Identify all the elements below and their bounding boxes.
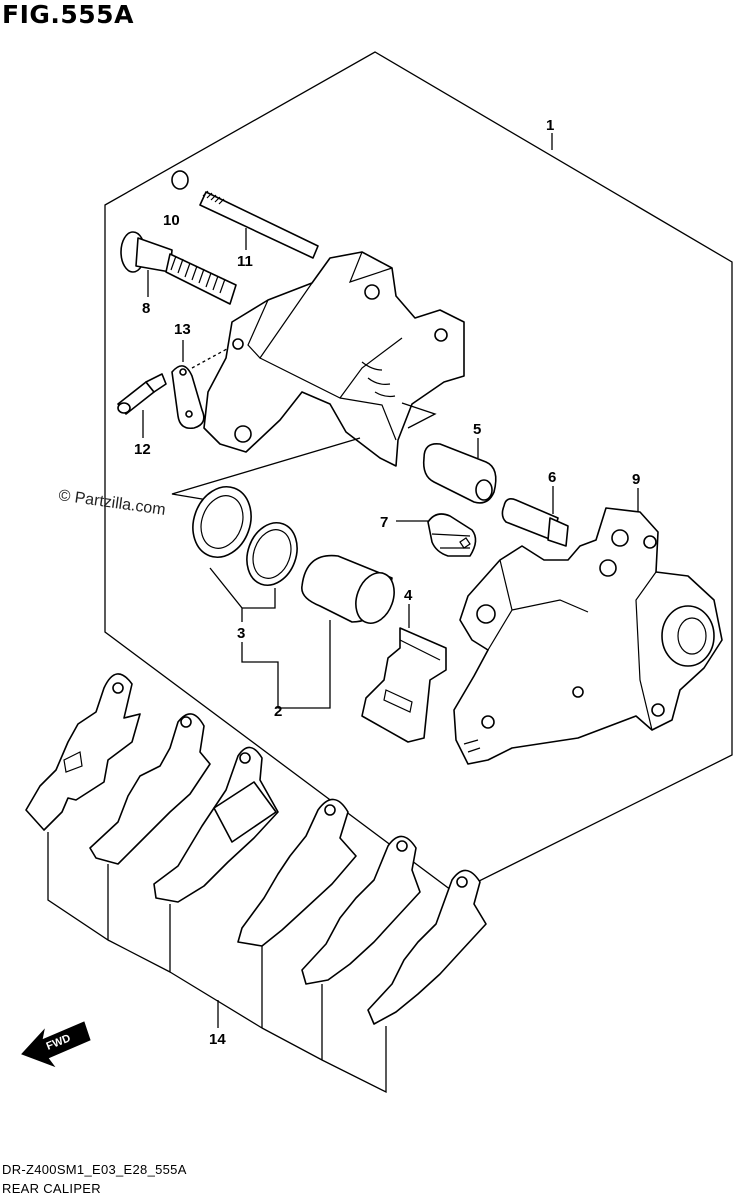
part-14-pad-shim-4[interactable]	[367, 869, 487, 1025]
callout-6: 6	[548, 469, 556, 486]
callout-1: 1	[546, 117, 554, 134]
part-13-bracket[interactable]	[171, 365, 205, 430]
part-2-piston[interactable]	[301, 554, 401, 629]
part-3-piston-seals[interactable]	[183, 479, 305, 593]
part-14-brake-pad-outer[interactable]	[237, 798, 357, 947]
callout-4: 4	[404, 587, 413, 604]
footer-section-name: REAR CALIPER	[2, 1181, 101, 1196]
part-6-slide-pin[interactable]	[501, 498, 569, 547]
part-11-pin-bolt[interactable]	[199, 190, 319, 259]
callout-11: 11	[237, 253, 253, 270]
watermark: © Partzilla.com	[57, 487, 166, 519]
part-14-pad-shim-1[interactable]	[25, 673, 141, 831]
figure-title: FIG.555A	[2, 0, 134, 29]
callout-14: 14	[209, 1031, 226, 1048]
part-14-pad-shim-3[interactable]	[301, 835, 421, 985]
callout-2: 2	[274, 703, 282, 720]
fwd-arrow: FWD	[21, 1021, 91, 1068]
callout-12: 12	[134, 441, 151, 458]
assembly-outline	[104, 51, 733, 894]
part-4-pad-clip[interactable]	[361, 627, 447, 743]
part-14-brake-pad-inner[interactable]	[153, 746, 279, 903]
part-7-plug[interactable]	[427, 513, 477, 557]
part-14-pad-shim-2[interactable]	[89, 713, 211, 865]
callout-7: 7	[380, 514, 388, 531]
caliper-housing[interactable]	[203, 251, 465, 467]
callout-13: 13	[174, 321, 191, 338]
callout-5: 5	[473, 421, 481, 438]
callout-10: 10	[163, 212, 180, 229]
part-10-cap[interactable]	[171, 170, 189, 190]
callout-3: 3	[237, 625, 245, 642]
part-9-caliper-bracket[interactable]	[453, 507, 723, 765]
part-5-pin-boot[interactable]	[422, 442, 497, 504]
part-8-threaded-bolt[interactable]	[120, 231, 237, 305]
footer-model-code: DR-Z400SM1_E03_E28_555A	[2, 1162, 187, 1177]
callout-9: 9	[632, 471, 640, 488]
callout-8: 8	[142, 300, 150, 317]
part-12-bleeder-valve[interactable]	[117, 373, 167, 415]
